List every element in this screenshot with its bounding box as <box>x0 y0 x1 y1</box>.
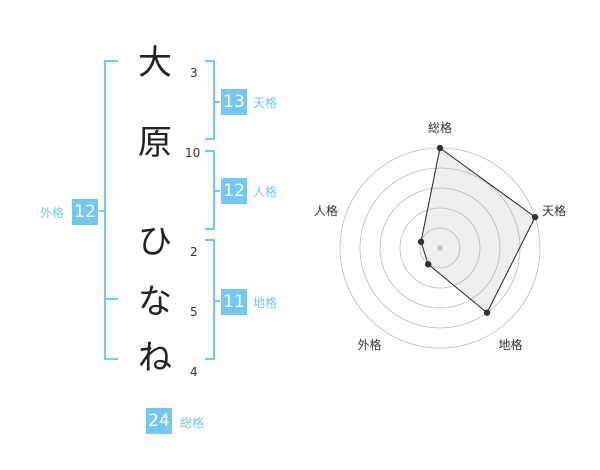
chikaku-bracket-top <box>205 239 215 241</box>
chikaku-label: 地格 <box>253 296 278 310</box>
soukaku-label: 総格 <box>180 416 205 430</box>
tenkaku-badge: 13 <box>221 89 247 115</box>
jinkaku-badge: 12 <box>221 178 247 204</box>
radar-series-shape <box>420 147 536 314</box>
stroke-count-4: 5 <box>190 305 198 319</box>
radar-point-3 <box>483 309 491 316</box>
chikaku-bracket-bottom <box>205 358 215 360</box>
gaikaku-label: 外格 <box>40 206 65 220</box>
gaikaku-badge: 12 <box>72 199 98 225</box>
gaikaku-bracket-vertical <box>104 60 106 360</box>
gaikaku-bracket-top <box>104 60 118 62</box>
name-char-5: ね <box>138 338 172 378</box>
tenkaku-bracket-vertical <box>213 60 215 140</box>
jinkaku-label: 人格 <box>253 185 278 199</box>
radar-point-2 <box>531 213 539 221</box>
name-char-1: 大 <box>138 43 172 83</box>
jinkaku-bracket-top <box>205 150 215 152</box>
chikaku-bracket-vertical <box>213 239 215 360</box>
stroke-count-5: 4 <box>190 365 198 379</box>
radar-axis-label-4: 外格 <box>357 337 381 352</box>
tenkaku-label: 天格 <box>253 96 278 110</box>
chikaku-bracket-stub <box>214 300 220 302</box>
gaikaku-bracket-stub <box>99 210 105 212</box>
radar-point-5 <box>417 238 425 245</box>
jinkaku-bracket-bottom <box>205 228 215 230</box>
gaikaku-bracket-bottom <box>104 358 118 360</box>
stroke-count-1: 3 <box>190 66 198 80</box>
name-char-3: ひ <box>138 222 172 262</box>
name-char-4: な <box>138 282 172 322</box>
jinkaku-bracket-stub <box>214 190 220 192</box>
radar-point-1 <box>436 144 444 152</box>
tenkaku-bracket-stub <box>214 101 220 103</box>
soukaku-badge: 24 <box>146 408 172 434</box>
radar-ring <box>379 187 501 309</box>
name-char-2: 原 <box>138 123 172 163</box>
radar-center-dot <box>437 245 443 251</box>
radar-ring <box>399 207 481 289</box>
radar-axis-label-3: 地格 <box>498 337 522 352</box>
radar-point-4 <box>425 261 432 268</box>
stroke-count-3: 2 <box>190 245 198 259</box>
radar-axis-label-2: 天格 <box>542 203 566 218</box>
tenkaku-bracket-top <box>205 60 215 62</box>
gaikaku-bracket-middle <box>104 298 118 300</box>
chikaku-badge: 11 <box>221 289 247 315</box>
radar-axis-label-1: 総格 <box>428 120 452 135</box>
tenkaku-bracket-bottom <box>205 138 215 140</box>
radar-ring <box>419 227 461 269</box>
stroke-count-2: 10 <box>185 146 201 160</box>
radar-axis-label-5: 人格 <box>314 203 338 218</box>
